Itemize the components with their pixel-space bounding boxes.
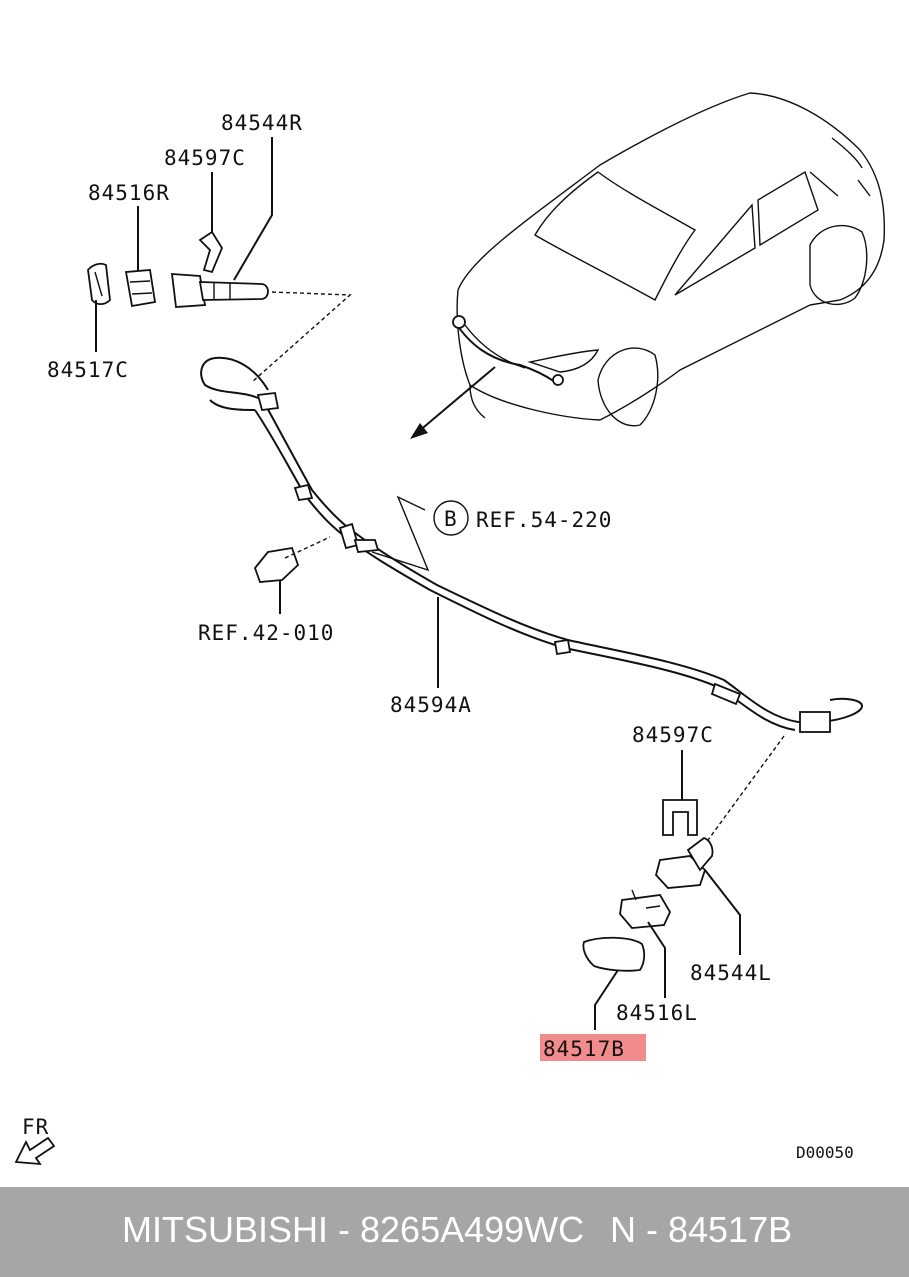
left-washer-assembly <box>582 799 714 972</box>
label-84544R: 84544R <box>221 111 303 135</box>
dashed-link-bottom <box>707 735 785 841</box>
nozzle-84544L-body <box>655 855 707 889</box>
parts-diagram: 84544R 84597C 84516R 84517C B REF.54-220… <box>14 92 886 1166</box>
vehicle-illustration <box>456 92 886 427</box>
car-connector-mark <box>552 374 564 386</box>
footer-reference: N - 84517B <box>610 1209 793 1250</box>
label-84517B: 84517B <box>543 1037 625 1061</box>
leader-84517B <box>594 969 619 1030</box>
leader-84544L <box>704 869 741 955</box>
clip-84597C-top-part <box>198 230 224 274</box>
cap-84517B-part <box>582 936 646 972</box>
car-nozzle-mark <box>452 315 466 329</box>
direction-arrow <box>417 366 496 433</box>
diagram-code: D00050 <box>796 1143 854 1162</box>
leader-84516L <box>647 921 666 998</box>
leader-84544R <box>233 137 273 281</box>
label-84517C: 84517C <box>47 358 129 382</box>
label-fr: FR <box>22 1115 49 1139</box>
label-84597C-top: 84597C <box>164 146 246 170</box>
hose-connector-right <box>799 711 831 733</box>
label-84516R: 84516R <box>88 181 170 205</box>
hose-84594A <box>200 356 864 733</box>
highlight-84517B <box>540 1034 646 1061</box>
car-hose-line <box>454 321 556 383</box>
ref-b-letter: B <box>444 507 458 531</box>
footer-brand-part-number: MITSUBISHI - 8265A499WC <box>122 1209 585 1250</box>
nozzle-84544L-tube <box>686 836 714 872</box>
nozzle-84544R-tube <box>198 281 269 301</box>
dashed-link-top <box>251 291 352 383</box>
footer-bar: MITSUBISHI - 8265A499WC N - 84517B <box>0 1187 909 1277</box>
bracket-84516R-part <box>124 269 157 308</box>
clip-ref42-part <box>253 546 300 583</box>
label-ref54-220: REF.54-220 <box>476 508 612 532</box>
label-84597C-bottom: 84597C <box>632 723 714 747</box>
right-washer-assembly <box>87 230 269 308</box>
arrow-head <box>410 423 428 439</box>
bracket-84516L-part <box>619 894 672 929</box>
ref-zigzag <box>371 495 430 572</box>
label-84594A: 84594A <box>390 693 472 717</box>
nozzle-84544R-body <box>170 273 207 308</box>
label-84544L: 84544L <box>690 961 772 985</box>
ref-b-circle <box>433 500 469 536</box>
fr-arrow <box>14 1136 56 1166</box>
label-ref42-010: REF.42-010 <box>198 621 334 645</box>
clip-84597C-bottom-part <box>662 799 698 836</box>
label-84516L: 84516L <box>616 1001 698 1025</box>
